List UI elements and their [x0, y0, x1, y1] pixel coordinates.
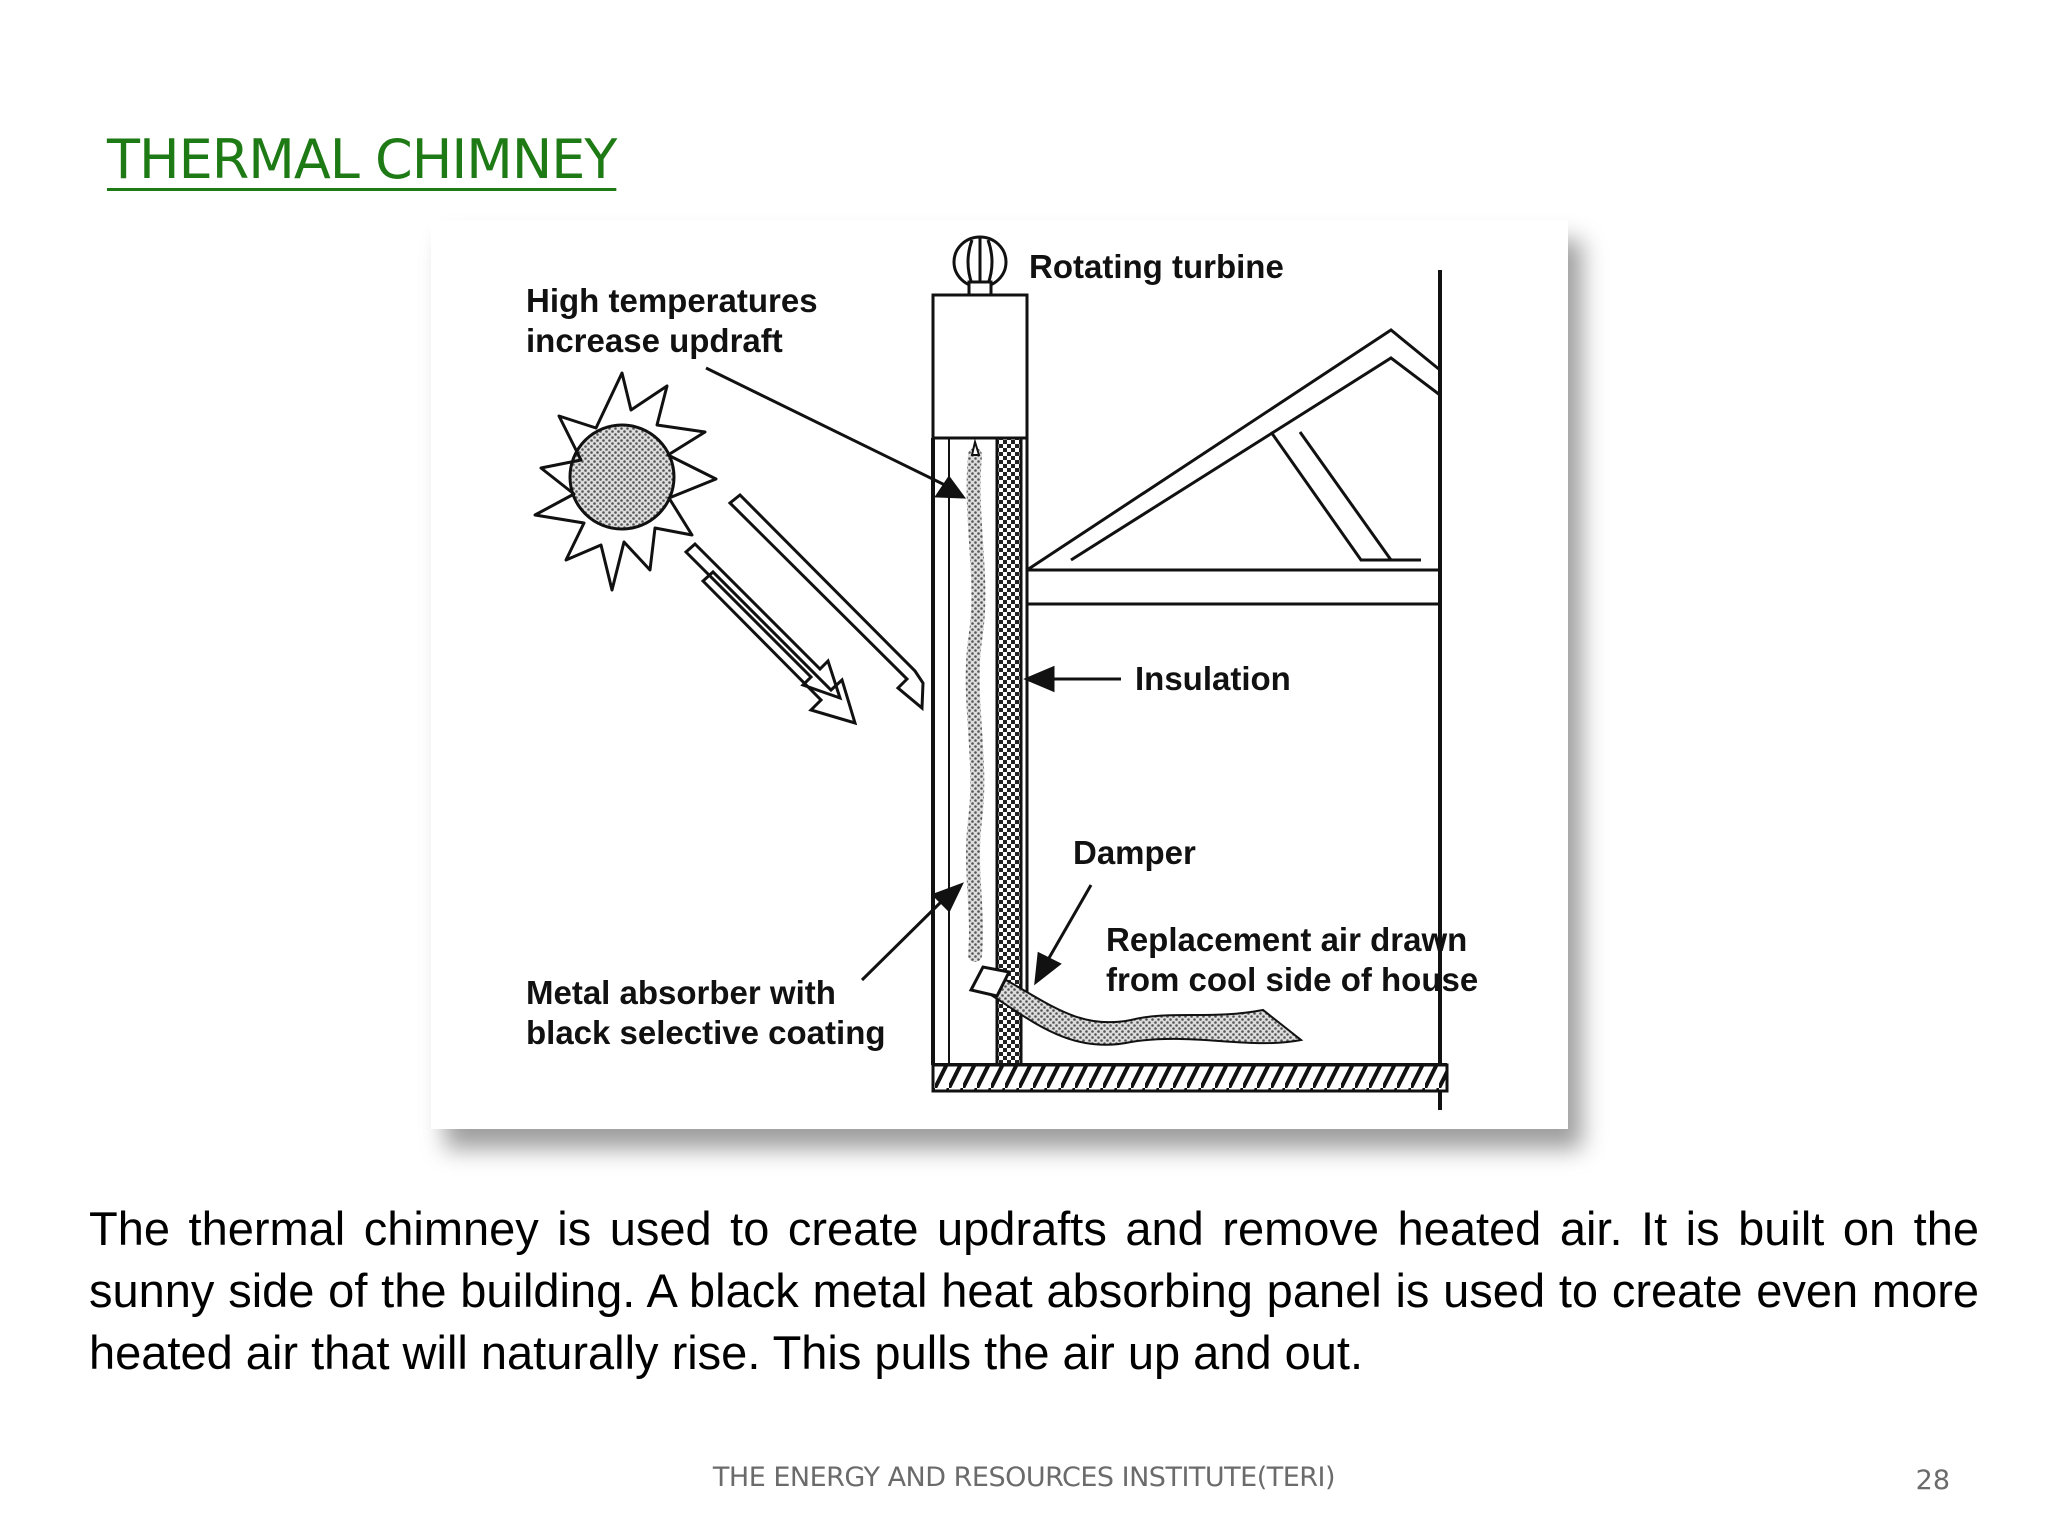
page-number: 28 — [1915, 1465, 1950, 1496]
slide-body-paragraph: The thermal chimney is used to create up… — [89, 1202, 1979, 1379]
insulation-label: Insulation — [1135, 660, 1291, 697]
metal-absorber-label-line2: black selective coating — [526, 1014, 886, 1051]
replacement-air-label-line1: Replacement air drawn — [1106, 921, 1467, 958]
damper-label: Damper — [1073, 834, 1196, 871]
replacement-air-label-line2: from cool side of house — [1106, 961, 1478, 998]
thermal-chimney-diagram: Rotating turbine High temperatures incre… — [431, 220, 1568, 1129]
metal-absorber-label-line1: Metal absorber with — [526, 974, 836, 1011]
rotating-turbine-label: Rotating turbine — [1029, 248, 1284, 285]
sun-icon — [533, 371, 718, 592]
high-temperatures-label-line2: increase updraft — [526, 322, 783, 359]
high-temperatures-label-line1: High temperatures — [526, 282, 818, 319]
rotating-turbine-icon — [952, 235, 1008, 297]
slide-footer: THE ENERGY AND RESOURCES INSTITUTE(TERI) — [712, 1462, 1336, 1493]
sunlight-arrow-icon — [683, 492, 925, 726]
slide-title: THERMAL CHIMNEY — [107, 128, 617, 191]
